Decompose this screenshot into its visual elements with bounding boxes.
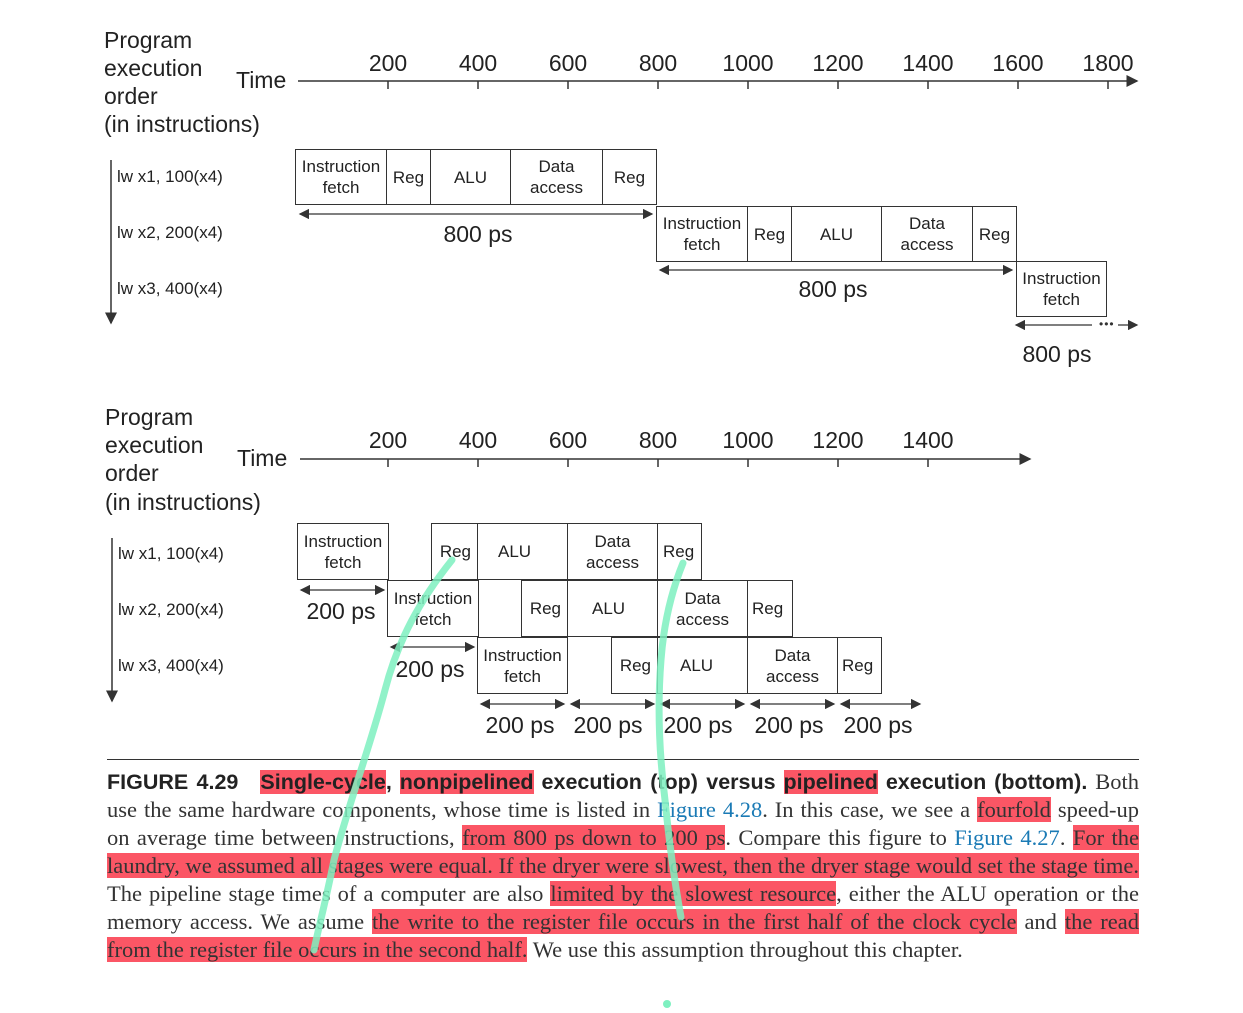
top-row2-reg: Reg (747, 206, 792, 262)
top-tick-1400: 1400 (902, 50, 954, 76)
top-row2-alu: ALU (791, 206, 882, 262)
bottom-side-duration-1: 200 ps (306, 598, 376, 624)
bottom-row2-fetch: Instruction fetch (387, 580, 479, 637)
bottom-duration-2: 200 ps (573, 712, 643, 738)
top-axis-tick-marks (387, 81, 1109, 89)
top-row1-reg2: Reg (602, 149, 657, 205)
bottom-duration-4: 200 ps (754, 712, 824, 738)
bottom-duration-5: 200 ps (843, 712, 913, 738)
bottom-duration-1: 200 ps (485, 712, 555, 738)
caption-highlight-fourfold: fourfold (977, 797, 1051, 822)
caption-comma: , (385, 770, 392, 794)
caption-bold-text-1: execution (top) versus (541, 770, 776, 794)
bottom-row2-reg2: Reg (747, 580, 793, 637)
top-row2-data: Data access (881, 206, 973, 262)
bottom-axis-tick-marks (387, 459, 929, 467)
bottom-row3-reg: Reg (611, 637, 658, 694)
top-row1-fetch: Instruction fetch (295, 149, 387, 205)
top-row1-data: Data access (510, 149, 603, 205)
bottom-row3-reg2: Reg (837, 637, 882, 694)
bottom-time-label: Time (237, 445, 288, 471)
bottom-row1-reg: Reg (431, 523, 478, 580)
top-instruction-3: lw x3, 400(x4) (117, 279, 223, 298)
bottom-row3-data: Data access (747, 637, 838, 694)
top-tick-800: 800 (638, 50, 678, 76)
top-duration-3: 800 ps (1022, 341, 1092, 367)
bottom-instruction-2: lw x2, 200(x4) (118, 600, 224, 619)
bottom-tick-600: 600 (548, 427, 588, 453)
bottom-row3-alu: ALU (657, 637, 748, 694)
top-row1-reg: Reg (386, 149, 431, 205)
caption-rule (107, 759, 1139, 760)
bottom-instruction-3: lw x3, 400(x4) (118, 656, 224, 675)
caption-highlight-single-cycle: Single-cycle (260, 770, 386, 794)
bottom-tick-1200: 1200 (812, 427, 864, 453)
caption-text-6: The pipeline stage times of a computer a… (107, 881, 544, 906)
figure-label: FIGURE 4.29 (107, 770, 239, 794)
caption-bold-text-3: (bottom). (994, 770, 1088, 794)
bottom-tick-1000: 1000 (722, 427, 774, 453)
top-tick-1000: 1000 (722, 50, 774, 76)
bottom-side-duration-2: 200 ps (395, 656, 465, 682)
bottom-tick-1400: 1400 (902, 427, 954, 453)
caption-text-9: We use this assumption throughout this c… (532, 937, 963, 962)
bottom-row3-fetch: Instruction fetch (477, 637, 568, 694)
top-tick-400: 400 (458, 50, 498, 76)
top-row3-fetch: Instruction fetch (1016, 261, 1107, 317)
caption-text-8: and (1024, 909, 1057, 934)
bottom-instruction-1: lw x1, 100(x4) (118, 544, 224, 563)
bottom-row2-data: Data access (657, 580, 748, 637)
top-axis-title-line3: order (104, 83, 158, 109)
top-tick-600: 600 (548, 50, 588, 76)
caption-highlight-nonpipelined: nonpipelined (399, 770, 534, 794)
top-axis-title-line4: (in instructions) (104, 111, 260, 137)
caption-highlight-pipelined: pipelined (783, 770, 878, 794)
caption-text-2: . In this case, we see a (762, 797, 971, 822)
top-ellipsis: ••• (1099, 317, 1115, 331)
bottom-row1-alu: ALU (477, 523, 568, 580)
bottom-row2-alu: ALU (567, 580, 658, 637)
top-tick-1600: 1600 (992, 50, 1044, 76)
bottom-tick-800: 800 (638, 427, 678, 453)
top-tick-1200: 1200 (812, 50, 864, 76)
top-instruction-1: lw x1, 100(x4) (117, 167, 223, 186)
caption-highlight-slowest-resource: limited by the slowest resource (550, 881, 837, 906)
top-axis-title-line1: Program (104, 27, 193, 53)
top-tick-1800: 1800 (1082, 50, 1134, 76)
caption-text-5: . (1059, 825, 1066, 850)
bottom-tick-200: 200 (368, 427, 408, 453)
bottom-duration-3: 200 ps (663, 712, 733, 738)
bottom-row1-fetch: Instruction fetch (297, 523, 389, 580)
caption-bold-text-2: execution (885, 770, 987, 794)
top-axis-title-line2: execution (104, 55, 203, 81)
caption-highlight-800-to-200: from 800 ps down to 200 ps (462, 825, 726, 850)
bottom-row2-reg: Reg (521, 580, 568, 637)
top-time-label: Time (236, 67, 287, 93)
bottom-axis-title-line3: order (105, 460, 159, 486)
top-row2-reg2: Reg (972, 206, 1017, 262)
bottom-axis-title-line4: (in instructions) (105, 489, 261, 515)
figure-caption: FIGURE 4.29 Single-cycle, nonpipelined ex… (107, 768, 1139, 964)
bottom-row1-reg2: Reg (657, 523, 702, 580)
bottom-axis-title-line1: Program (105, 404, 194, 430)
caption-text-4: . Compare this figure to (725, 825, 947, 850)
top-row1-alu: ALU (430, 149, 511, 205)
caption-highlight-write-first-half: the write to the register file occurs in… (372, 909, 1017, 934)
bottom-axis-title-line2: execution (105, 432, 204, 458)
figure-4-28-link[interactable]: Figure 4.28 (657, 797, 763, 822)
top-tick-200: 200 (368, 50, 408, 76)
bottom-row1-data: Data access (567, 523, 658, 580)
bottom-tick-400: 400 (458, 427, 498, 453)
top-instruction-2: lw x2, 200(x4) (117, 223, 223, 242)
top-row2-fetch: Instruction fetch (656, 206, 748, 262)
top-duration-2: 800 ps (798, 276, 868, 302)
top-duration-1: 800 ps (443, 221, 513, 247)
figure-4-27-link[interactable]: Figure 4.27 (954, 825, 1060, 850)
